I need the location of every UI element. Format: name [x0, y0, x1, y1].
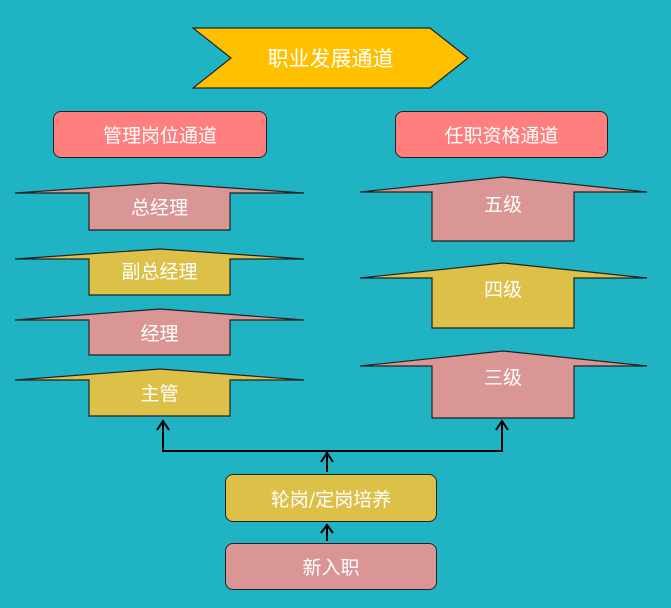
arrow-level-5 [359, 176, 648, 242]
title-banner [191, 27, 469, 89]
rotation-training-box: 轮岗/定岗培养 [225, 474, 437, 522]
arrow-general-manager [14, 182, 305, 231]
new-hire-box: 新入职 [225, 543, 437, 590]
arrow-deputy-general-manager [14, 248, 305, 296]
arrow-level-3 [359, 350, 648, 419]
arrow-manager [14, 308, 305, 356]
arrowheads [156, 419, 509, 534]
arrow-supervisor [14, 368, 305, 417]
management-channel-header: 管理岗位通道 [53, 111, 267, 158]
qualification-channel-header: 任职资格通道 [395, 111, 608, 158]
arrow-level-4 [359, 262, 648, 329]
